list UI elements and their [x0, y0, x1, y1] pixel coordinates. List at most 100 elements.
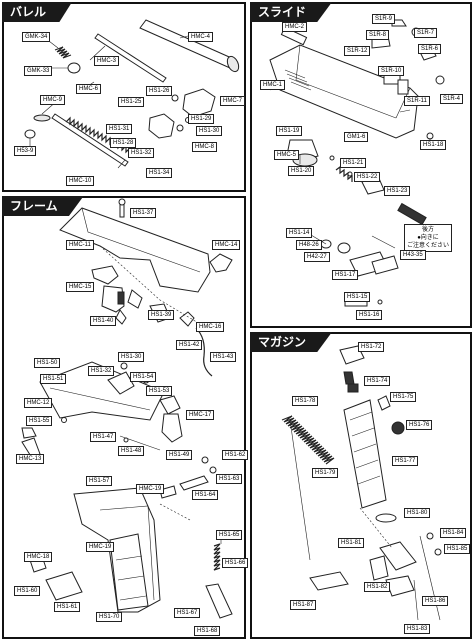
- part-label-m-hs187: HS1-87: [290, 600, 317, 610]
- part-label-s1r12: S1R-12: [344, 46, 371, 56]
- part-label-f-hs155: HS1-55: [26, 416, 53, 426]
- part-label-m-hs185: HS1-85: [444, 544, 471, 554]
- part-label-s1r7: S1R-7: [414, 28, 438, 38]
- part-label-f-hs143: HS1-43: [210, 352, 237, 362]
- part-label-m-hs182: HS1-82: [364, 582, 391, 592]
- part-label-f-hmc17: HMC-17: [186, 410, 215, 420]
- part-label-f-hmc19b: HMC-19: [86, 542, 115, 552]
- part-label-m-hs183: HS1-83: [404, 624, 431, 634]
- part-label-hs125: HS1-25: [118, 97, 145, 107]
- part-label-hs132: HS1-32: [128, 148, 155, 158]
- part-label-hmc4: HMC-4: [188, 32, 213, 42]
- part-label-f-hs161: HS1-61: [54, 602, 81, 612]
- magazine-section: マガジン: [250, 332, 472, 639]
- part-label-f-hs153: HS1-53: [146, 386, 173, 396]
- part-label-s1r11: S1R-11: [404, 96, 430, 106]
- part-label-f-hs167: HS1-67: [174, 608, 201, 618]
- part-label-f-hs137: HS1-37: [130, 208, 157, 218]
- part-label-f-hmc18: HMC-18: [24, 552, 53, 562]
- barrel-section-title: バレル: [2, 2, 73, 22]
- part-label-f-hs148: HS1-48: [118, 446, 145, 456]
- part-label-f-hs132: HS1-32: [88, 366, 115, 376]
- part-label-f-hs168: HS1-68: [194, 626, 221, 636]
- part-label-gm16: GM1-6: [344, 132, 369, 142]
- part-label-f-hs163: HS1-63: [216, 474, 243, 484]
- part-label-f-hmc19: HMC-19: [136, 484, 165, 494]
- part-label-hs118: HS1-18: [420, 140, 447, 150]
- part-label-hs116: HS1-16: [356, 310, 383, 320]
- part-label-f-hs130: HS1-30: [118, 352, 145, 362]
- part-label-gmk34: GMK-34: [22, 32, 51, 42]
- part-label-hmc3: HMC-3: [94, 56, 119, 66]
- barrel-section: バレル: [2, 2, 246, 192]
- part-label-f-hs142: HS1-42: [176, 340, 203, 350]
- part-label-f-hs149: HS1-49: [166, 450, 193, 460]
- part-label-f-hs162: HS1-62: [222, 450, 249, 460]
- part-label-hmc5: HMC-5: [274, 150, 299, 160]
- part-label-h4227: H42-27: [304, 252, 330, 262]
- part-label-gmk33: GMK-33: [24, 66, 53, 76]
- part-label-h4826: H48-26: [296, 240, 322, 250]
- part-label-hmc6: HMC-6: [76, 84, 101, 94]
- part-label-f-hmc15: HMC-15: [66, 282, 95, 292]
- part-label-hs122: HS1-22: [354, 172, 381, 182]
- part-label-hs114: HS1-14: [286, 228, 313, 238]
- direction-note: 後方 ●向きに ご注意ください: [404, 224, 453, 252]
- part-label-h539: H53-9: [14, 146, 37, 156]
- part-label-f-hs150: HS1-50: [34, 358, 61, 368]
- part-label-h4335: H43-35: [400, 250, 426, 260]
- slide-section: スライド: [250, 2, 472, 328]
- part-label-f-hs160: HS1-60: [14, 586, 41, 596]
- part-label-hmc1: HMC-1: [260, 80, 285, 90]
- part-label-hs126: HS1-26: [146, 86, 173, 96]
- barrel-parts: [24, 19, 240, 169]
- part-label-m-hs180: HS1-80: [404, 508, 431, 518]
- part-label-hmc9: HMC-9: [40, 95, 65, 105]
- part-label-f-hs157: HS1-57: [86, 476, 113, 486]
- part-label-hs128: HS1-28: [110, 138, 137, 148]
- slide-section-title: スライド: [250, 2, 333, 22]
- part-label-s1r9: S1R-9: [372, 14, 396, 24]
- part-label-hmc8: HMC-8: [192, 142, 217, 152]
- part-label-f-hs164: HS1-64: [192, 490, 219, 500]
- part-label-f-hmc14: HMC-14: [212, 240, 241, 250]
- part-label-hs130: HS1-30: [196, 126, 223, 136]
- part-label-f-hs165: HS1-65: [216, 530, 243, 540]
- part-label-f-hmc12: HMC-12: [24, 398, 53, 408]
- part-label-f-hs140: HS1-40: [90, 316, 117, 326]
- part-label-m-hs176: HS1-76: [406, 420, 433, 430]
- part-label-m-hs175: HS1-75: [390, 392, 417, 402]
- magazine-section-title: マガジン: [250, 332, 333, 352]
- part-label-s1r4: S1R-4: [440, 94, 464, 104]
- direction-note-line2: ご注意ください: [407, 243, 450, 249]
- part-label-hs115: HS1-15: [344, 292, 371, 302]
- part-label-s1r10: S1R-10: [378, 66, 405, 76]
- part-label-f-hs151: HS1-51: [40, 374, 67, 384]
- part-label-hmc7: HMC-7: [220, 96, 245, 106]
- part-label-f-hs166: HS1-66: [222, 558, 249, 568]
- magazine-parts: [281, 345, 442, 621]
- part-label-hmc2: HMC-2: [282, 22, 307, 32]
- part-label-f-hmc11: HMC-11: [66, 240, 94, 250]
- part-label-hs117: HS1-17: [332, 270, 359, 280]
- part-label-f-hs154: HS1-54: [130, 372, 157, 382]
- part-label-hs119: HS1-19: [276, 126, 303, 136]
- slide-parts: [269, 19, 445, 307]
- part-label-f-hs139: HS1-39: [148, 310, 175, 320]
- part-label-m-hs177: HS1-77: [392, 456, 419, 466]
- part-label-hs131: HS1-31: [106, 124, 133, 134]
- frame-parts: [21, 198, 233, 619]
- direction-note-rear: 後方: [422, 227, 435, 233]
- part-label-hmc10: HMC-10: [66, 176, 95, 186]
- part-label-hs134: HS1-34: [146, 168, 173, 178]
- part-label-m-hs179: HS1-79: [312, 468, 339, 478]
- part-label-s1r8: S1R-8: [366, 30, 390, 40]
- part-label-m-hs172: HS1-72: [358, 342, 385, 352]
- part-label-hs123: HS1-23: [384, 186, 411, 196]
- part-label-f-hs170: HS1-70: [96, 612, 123, 622]
- direction-note-line1: ●向きに: [417, 235, 439, 241]
- frame-section-title: フレーム: [2, 196, 84, 216]
- part-label-m-hs174: HS1-74: [364, 376, 391, 386]
- part-label-hs129: HS1-29: [188, 114, 215, 124]
